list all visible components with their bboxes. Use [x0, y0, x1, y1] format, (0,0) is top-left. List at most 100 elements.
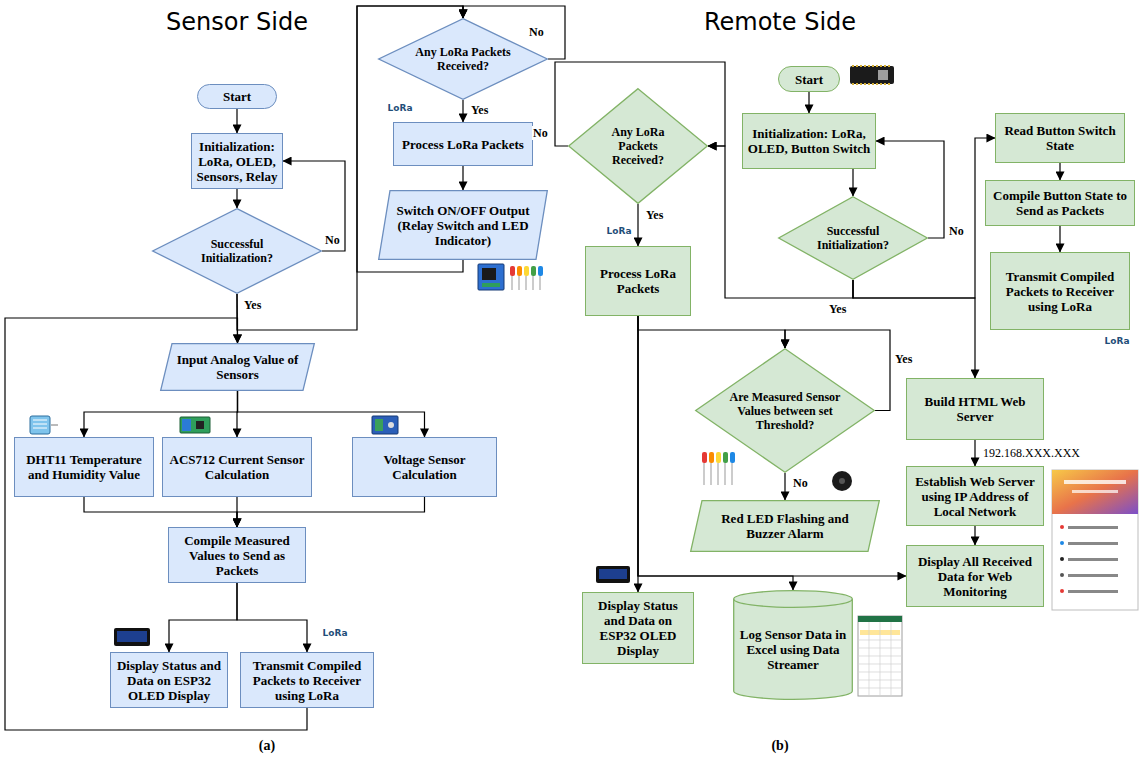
io-parallelogram: Red LED Flashing and Buzzer Alarm [690, 500, 880, 552]
led-indicators-icon-part [730, 452, 735, 463]
flow-arrow [784, 473, 785, 500]
node-text-group: ACS712 Current Sensor Calculation [167, 452, 307, 482]
node-text-group: Transmit Compiled Packets to Receiver us… [245, 658, 369, 703]
dht11-sensor-icon-part [33, 420, 47, 421]
node-label: Switch ON/OFF Output (Relay Switch and L… [394, 203, 532, 248]
voltage-sensor-icon-part [388, 422, 394, 428]
side-heading: Remote Side [680, 8, 880, 36]
led-indicators-icon-part [538, 266, 543, 276]
node-label: Initialization: LoRa, OLED, Sensors, Rel… [196, 139, 278, 184]
node-text-group: Display All Received Data for Web Monito… [911, 554, 1039, 599]
node-label: Process LoRa Packets [590, 266, 686, 296]
node-text-group: Build HTML Web Server [911, 394, 1039, 424]
process-box: Voltage Sensor Calculation [352, 437, 497, 497]
flow-arrow [238, 391, 425, 437]
process-box: Display Status and Data on ESP32 OLED Di… [110, 652, 228, 708]
branch-label: No [792, 476, 809, 490]
node-text-group: Compile Measured Values to Send as Packe… [173, 533, 301, 578]
branch-label: 192.168.XXX.XXX [982, 446, 1081, 460]
branch-label: No [324, 233, 341, 247]
dht11-sensor-icon-part [33, 424, 47, 425]
process-box: ACS712 Current Sensor Calculation [162, 437, 312, 497]
acs712-sensor-icon-part [182, 419, 191, 431]
node-label: Initialization: LoRa, OLED, Button Switc… [747, 126, 871, 156]
process-box: Build HTML Web Server [906, 378, 1044, 440]
branch-label: Yes [470, 103, 489, 117]
side-heading: Sensor Side [137, 8, 337, 36]
process-box: Display All Received Data for Web Monito… [906, 545, 1044, 607]
subfigure-caption: (a) [247, 738, 287, 754]
led-indicators-icon-part [512, 276, 540, 290]
branch-label: Yes [645, 208, 664, 222]
parallelogram-outline-path [379, 191, 548, 260]
node-text-group: Process LoRa Packets [590, 266, 686, 296]
esp32-board-icon-part [852, 66, 892, 84]
process-box: Transmit Compiled Packets to Receiver us… [990, 252, 1130, 330]
branch-label: Yes [828, 302, 847, 316]
relay-module-icon [478, 264, 504, 290]
node-text-group: Compile Button State to Send as Packets [990, 188, 1130, 218]
node-text-group: Red LED Flashing and Buzzer Alarm [706, 511, 864, 541]
buzzer-icon [832, 471, 852, 491]
relay-module-icon-part [478, 264, 504, 290]
oled-display-icon-part [117, 631, 147, 642]
node-label: Start [783, 72, 835, 87]
led-indicators-icon-part [531, 266, 536, 276]
decision-diamond: Are Measured Sensor Values between set T… [695, 348, 875, 473]
led-indicators-icon-part [524, 266, 529, 276]
process-box: Compile Button State to Send as Packets [985, 180, 1135, 226]
process-box: Compile Measured Values to Send as Packe… [168, 527, 306, 583]
oled-display-icon-part [599, 569, 627, 579]
flow-arrow [462, 100, 463, 122]
web-page-screenshot-part [1060, 589, 1064, 593]
subfigure-caption: (b) [760, 738, 800, 754]
node-label: Transmit Compiled Packets to Receiver us… [995, 269, 1125, 314]
flow-arrow [638, 316, 906, 576]
web-page-screenshot-part [1068, 542, 1118, 545]
oled-display-icon-part [114, 628, 150, 646]
branch-label: Yes [894, 352, 913, 366]
process-box: Read Button Switch State [995, 113, 1125, 163]
node-text-group: Display Status and Data on ESP32 OLED Di… [587, 598, 689, 658]
web-page-screenshot-part [1060, 573, 1064, 577]
web-page-screenshot-part [1068, 574, 1118, 577]
node-label: Build HTML Web Server [911, 394, 1039, 424]
relay-module-icon-part [482, 283, 500, 287]
node-text-group: Display Status and Data on ESP32 OLED Di… [115, 658, 223, 703]
lora-logo: LoRa [1102, 336, 1132, 347]
cylinder-body-path [734, 591, 853, 700]
node-label: Establish Web Server using IP Address of… [911, 474, 1039, 519]
led-indicators-icon-part [709, 452, 714, 463]
web-page-screenshot-part [1052, 470, 1138, 514]
branch-label: Yes [243, 298, 262, 312]
web-page-screenshot-part [1060, 525, 1064, 529]
flow-arrow [852, 169, 853, 196]
esp32-board-icon [850, 66, 894, 84]
dht11-sensor-icon-part [33, 428, 47, 429]
node-text-group: Process LoRa Packets [398, 137, 528, 152]
oled-display-icon-part [596, 566, 630, 583]
web-page-screenshot-part [1072, 490, 1118, 493]
esp32-board-icon-part [850, 66, 894, 84]
node-label: ACS712 Current Sensor Calculation [167, 452, 307, 482]
node-label: Any LoRa Packets Received? [411, 45, 516, 73]
flow-arrow [236, 109, 237, 133]
node-text-group: Read Button Switch State [1000, 123, 1120, 153]
node-text-group: Switch ON/OFF Output (Relay Switch and L… [394, 203, 532, 248]
buzzer-icon-part [832, 471, 852, 491]
process-box: DHT11 Temperature and Humidity Value [14, 437, 154, 497]
diamond-outline-path [569, 89, 708, 204]
dht11-sensor-icon [30, 416, 58, 434]
parallelogram-outline-path [161, 344, 315, 391]
acs712-sensor-icon [180, 417, 210, 433]
flow-arrow [237, 583, 307, 652]
branch-label: No [532, 126, 549, 140]
node-label: Red LED Flashing and Buzzer Alarm [706, 511, 864, 541]
spreadsheet-screenshot-part [858, 622, 902, 696]
node-label: Start [202, 89, 272, 104]
voltage-sensor-icon [372, 416, 398, 434]
flow-arrow [974, 526, 975, 545]
node-text-group: Initialization: LoRa, OLED, Button Switc… [747, 126, 871, 156]
decision-diamond: Successful Initialization? [778, 196, 928, 280]
